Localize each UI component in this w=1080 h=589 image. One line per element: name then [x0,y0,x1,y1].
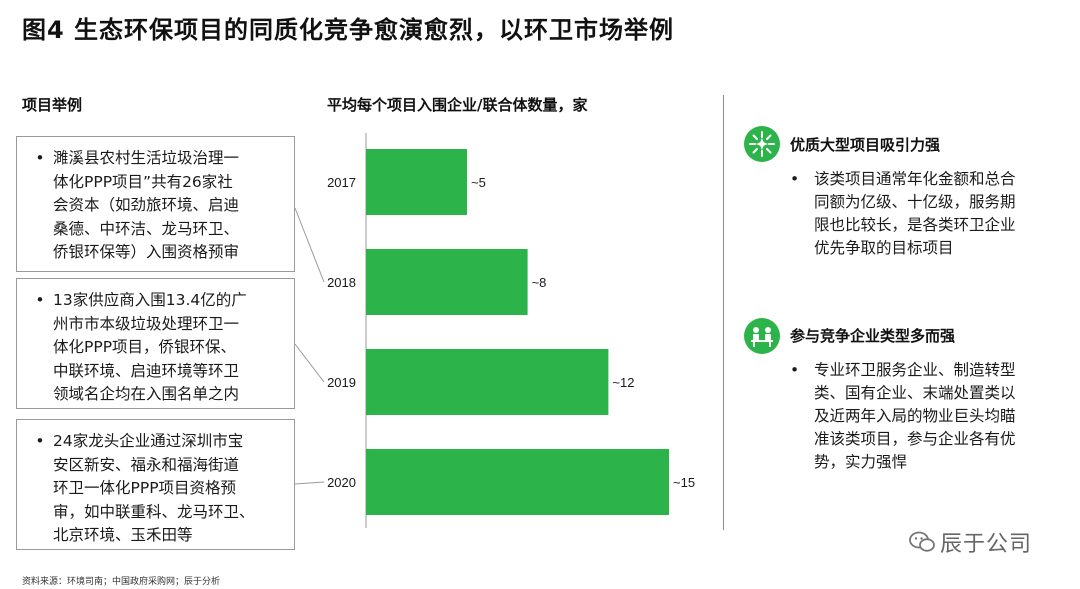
feature-body-2: • 专业环卫服务企业、制造转型 类、国有企业、末端处置类以 及近两年入局的物业巨… [790,359,1068,474]
bar-2018 [366,249,528,315]
bullet-dot: • [35,149,45,167]
examples-section-label: 项目举例 [22,96,83,114]
example-text-3: 24家龙头企业通过深圳市宝 安区新安、福永和福海街道 环卫一体化PPP项目资格预… [53,432,255,544]
wechat-icon [909,531,935,552]
bar-2017 [366,149,467,215]
bullet-dot: • [790,170,800,188]
data-label-2020: ~15 [673,475,695,490]
feature-text-2: 专业环卫服务企业、制造转型 类、国有企业、末端处置类以 及近两年入局的物业巨头均… [814,361,1016,471]
connector-line-3 [294,481,325,485]
example-box-1: • 濉溪县农村生活垃圾治理一 体化PPP项目”共有26家社 会资本（如劲旅环境、启… [16,136,295,272]
source-note: 资料来源：环境司南；中国政府采购网；辰于分析 [22,577,221,587]
bar-2019 [366,349,609,415]
category-label-2019: 2019 [327,375,356,390]
feature-body-1: • 该类项目通常年化金额和总合 同额为亿级、十亿级，服务期 限也比较长，是各类环… [790,168,1068,260]
example-text-2: 13家供应商入围13.4亿的广 州市市本级垃圾处理环卫一 体化PPP项目，侨银环… [53,291,247,403]
data-label-2018: ~8 [532,275,547,290]
connector-line-1 [294,207,325,283]
page-title: 图4 生态环保项目的同质化竞争愈演愈烈，以环卫市场举例 [22,16,675,44]
meeting-icon [744,318,780,354]
bullet-dot: • [790,361,800,379]
category-label-2020: 2020 [327,475,356,490]
category-label-2018: 2018 [327,275,356,290]
example-box-2: • 13家供应商入围13.4亿的广 州市市本级垃圾处理环卫一 体化PPP项目，侨银… [16,278,295,409]
bullet-dot: • [35,432,45,450]
feature-title-2: 参与竞争企业类型多而强 [790,327,956,345]
category-label-2017: 2017 [327,175,356,190]
data-label-2019: ~12 [612,375,634,390]
chart-section-label: 平均每个项目入围企业/联合体数量，家 [327,96,588,114]
connector-line-2 [294,343,325,383]
watermark: 辰于公司 [908,526,1032,558]
example-box-3: • 24家龙头企业通过深圳市宝 安区新安、福永和福海街道 环卫一体化PPP项目资格… [16,419,295,550]
bar-2020 [366,449,669,515]
bullet-dot: • [35,291,45,309]
feature-title-1: 优质大型项目吸引力强 [790,136,941,154]
feature-text-1: 该类项目通常年化金额和总合 同额为亿级、十亿级，服务期 限也比较长，是各类环卫企… [814,170,1016,257]
watermark-text: 辰于公司 [940,532,1033,557]
data-label-2017: ~5 [471,175,486,190]
example-text-1: 濉溪县农村生活垃圾治理一 体化PPP项目”共有26家社 会资本（如劲旅环境、启迪… [53,149,240,261]
vertical-divider [723,95,724,530]
sparkle-icon [744,126,780,162]
